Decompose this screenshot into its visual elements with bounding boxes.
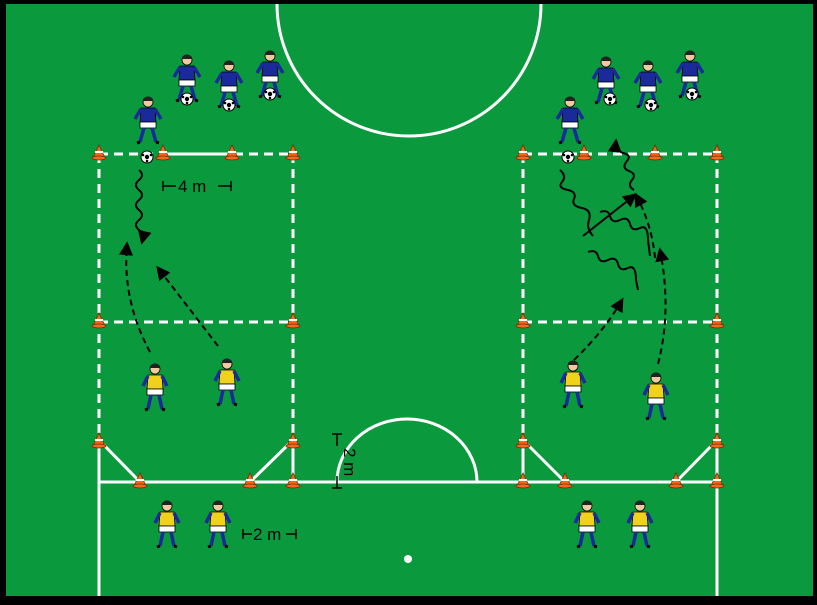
dimension-2m-horizontal: 2 m (242, 525, 297, 544)
right-movements (559, 138, 670, 365)
pitch (6, 4, 813, 596)
label-4m: 4 m (178, 177, 206, 196)
right-grid (521, 152, 719, 484)
left-movements (119, 169, 219, 353)
dimension-2m-vertical: 2 m (332, 433, 359, 489)
left-grid (97, 152, 295, 484)
penalty-spot (404, 555, 412, 563)
label-2m-vertical: 2 m (340, 448, 359, 476)
center-circle-arc (275, 3, 543, 138)
dimension-4m: 4 m (162, 177, 232, 196)
penalty-arc (335, 417, 479, 483)
label-2m-horizontal: 2 m (253, 525, 281, 544)
